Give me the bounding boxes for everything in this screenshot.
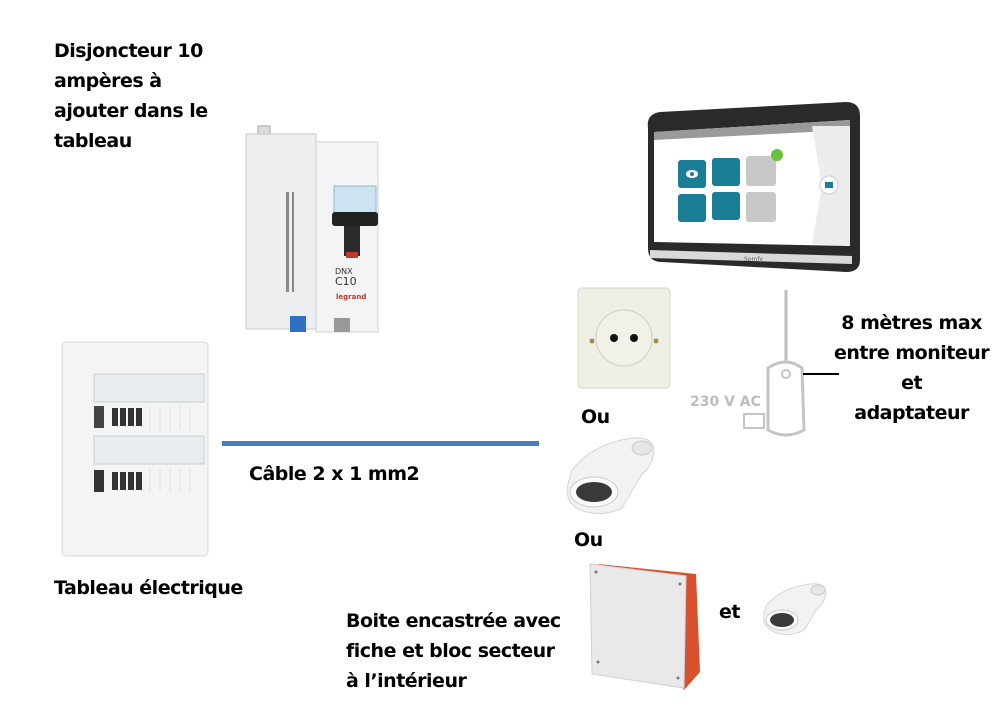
distance-label: 8 mètres max entre moniteur et adaptateu… [834, 308, 990, 428]
adapter-voltage-text: 230 V AC [690, 394, 761, 410]
flush-box-label: Boite encastrée avec fiche et bloc secte… [346, 606, 561, 696]
extension-socket-image-small [763, 583, 827, 636]
wall-socket-image [577, 287, 671, 389]
flush-box-image [589, 563, 700, 690]
or-label-1: Ou [581, 406, 610, 428]
flush-box-label-line: fiche et bloc secteur [346, 640, 555, 662]
cable-label: Câble 2 x 1 mm2 [249, 463, 420, 485]
breaker-brand-text: legrand [336, 293, 366, 301]
circuit-breaker-image: DNX C10 legrand [245, 125, 379, 333]
distance-label-line: adaptateur [854, 402, 969, 424]
cable-line [222, 441, 539, 446]
breaker-label-line: tableau [54, 130, 132, 152]
panel-label: Tableau électrique [54, 577, 243, 599]
distance-label-line: et [901, 372, 923, 394]
and-label: et [719, 601, 740, 623]
distance-label-line: entre moniteur [834, 342, 990, 364]
monitor-brand-text: Somfy [744, 256, 763, 263]
power-adapter-image: 230 V AC [690, 290, 806, 437]
distance-leader-line [803, 373, 839, 375]
breaker-label: Disjoncteur 10 ampères à ajouter dans le… [54, 36, 208, 156]
or-label-2: Ou [574, 529, 603, 551]
extension-socket-image [566, 437, 655, 514]
breaker-rating-text: C10 [335, 275, 357, 288]
video-monitor-image: Somfy [647, 102, 860, 272]
breaker-label-line: Disjoncteur 10 [54, 40, 203, 62]
flush-box-label-line: à l’intérieur [346, 670, 467, 692]
flush-box-label-line: Boite encastrée avec [346, 610, 561, 632]
breaker-label-line: ampères à [54, 70, 162, 92]
breaker-label-line: ajouter dans le [54, 100, 208, 122]
svg-text:DNX: DNX [335, 267, 353, 276]
electrical-panel-image [61, 341, 209, 557]
distance-label-line: 8 mètres max [841, 312, 982, 334]
